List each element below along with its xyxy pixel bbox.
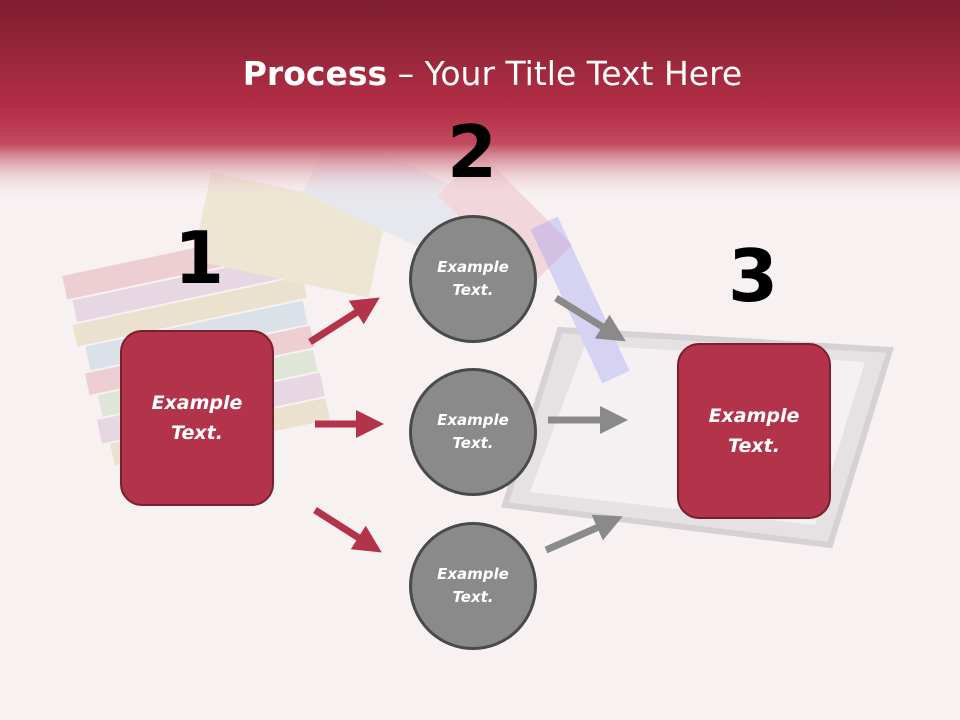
title-rest: – Your Title Text Here <box>387 54 743 93</box>
arrow-gray-up <box>544 514 623 554</box>
arrow-gray-down <box>554 295 626 342</box>
step-number-1: 1 <box>173 216 225 300</box>
arrow-red-up <box>308 297 380 345</box>
title-bold: Process <box>242 54 388 93</box>
circle-top-line1: Example <box>437 258 509 276</box>
step-1-line1: Example <box>151 392 243 414</box>
slide-title: Process – Your Title Text Here <box>0 52 960 96</box>
circle-middle-line2: Text. <box>452 434 494 452</box>
step-1-line2: Text. <box>171 422 223 444</box>
step-number-2: 2 <box>446 110 498 194</box>
arrow-red-down <box>313 507 382 553</box>
step-number-3: 3 <box>727 234 779 318</box>
circle-bottom-line2: Text. <box>452 588 494 606</box>
step-3-line2: Text. <box>728 435 780 457</box>
step-3-line1: Example <box>708 405 800 427</box>
circle-bottom-line1: Example <box>437 565 509 583</box>
circle-middle-line1: Example <box>437 411 509 429</box>
circle-top-line2: Text. <box>452 281 494 299</box>
